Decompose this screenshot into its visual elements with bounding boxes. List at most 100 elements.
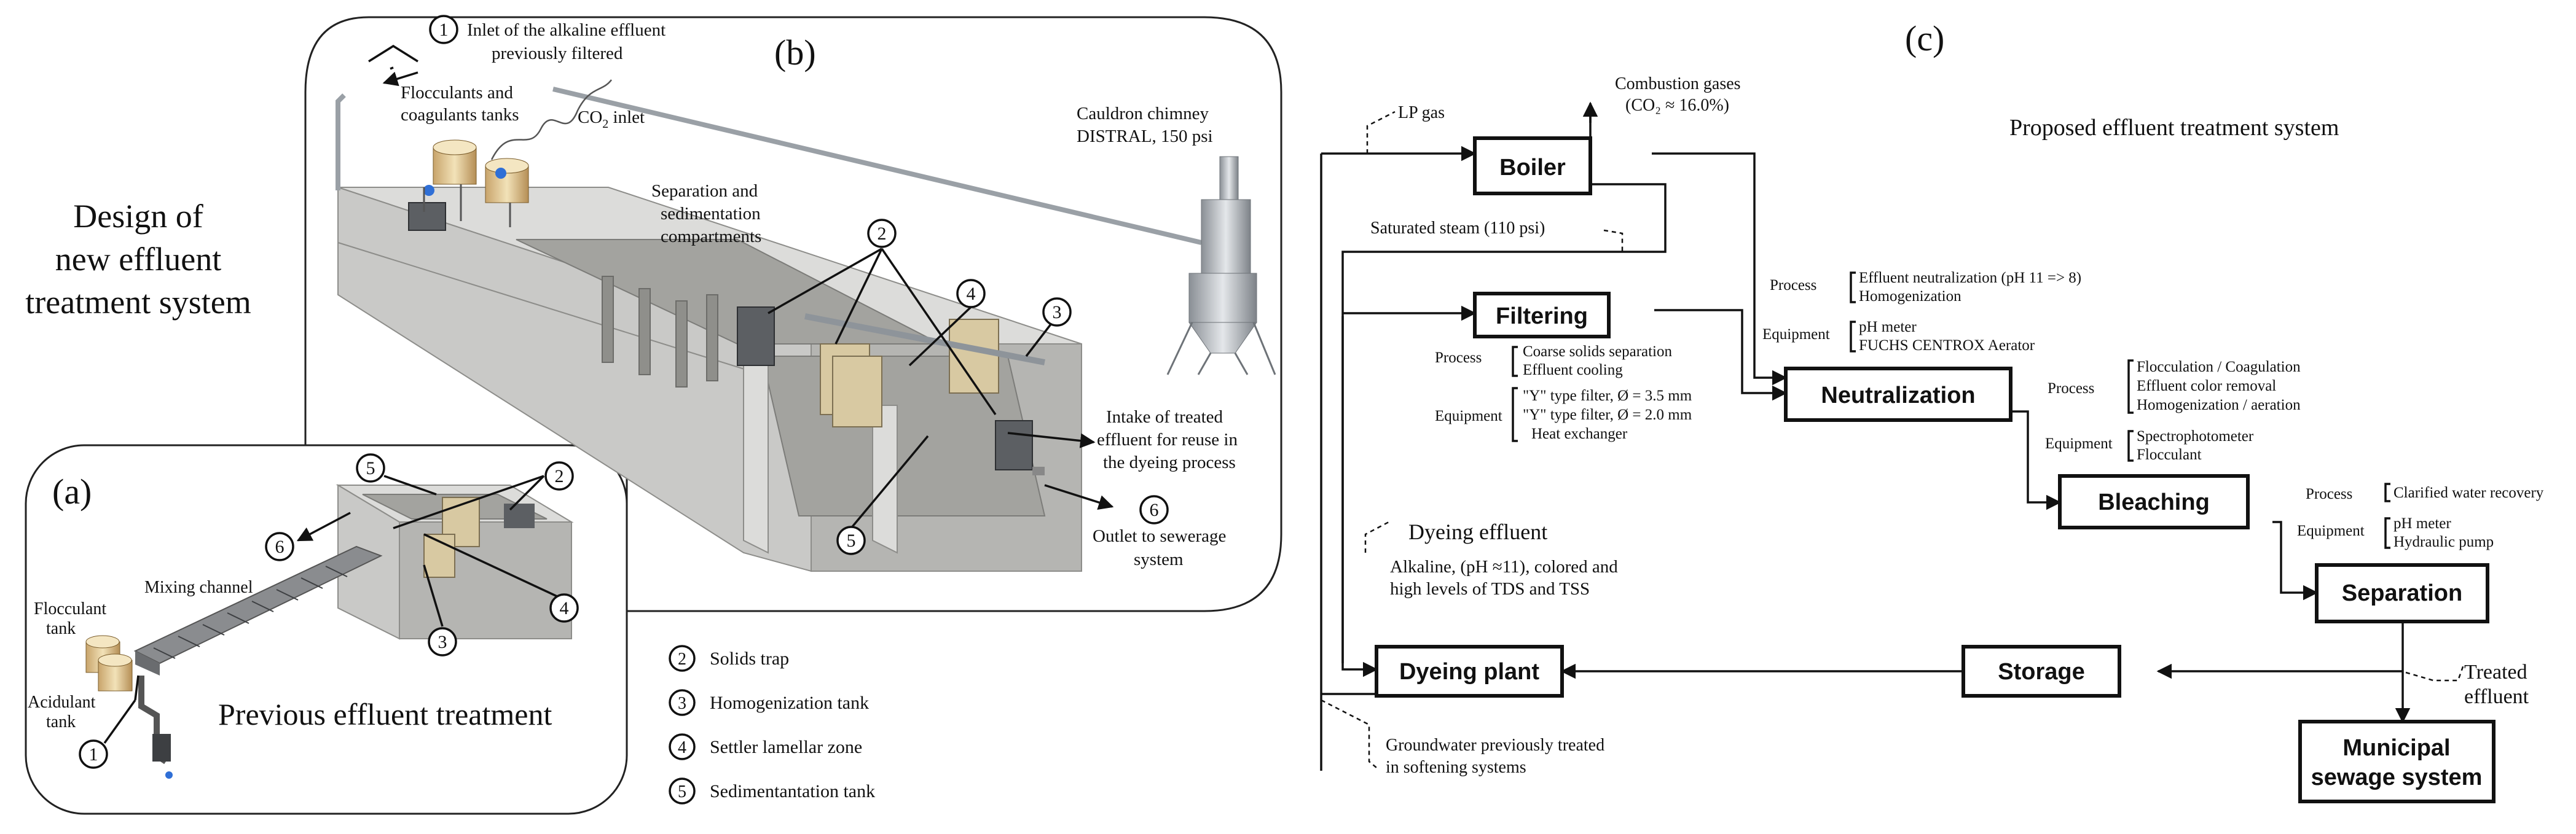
svg-text:Equipment: Equipment [2045,435,2113,452]
svg-text:Boiler: Boiler [1499,155,1566,181]
numbered-markers: 1 2 4 3 5 6 5 2 6 4 3 1 [79,15,1169,769]
svg-text:Neutralization: Neutralization [1821,383,1975,408]
neutralization-details: Process Effluent neutralization (pH 11 =… [1762,270,2081,354]
box-filtering: Filtering [1473,292,1611,338]
svg-text:2: 2 [678,650,686,669]
svg-text:3: 3 [678,694,686,713]
groundwater-label-1: Groundwater previously treated [1386,736,1604,755]
svg-text:Solids trap: Solids trap [710,649,789,669]
svg-text:Filtering: Filtering [1496,303,1588,329]
legend-item-2: 2 Solids trap [669,645,789,672]
chimney-label-2: DISTRAL, 150 psi [1077,127,1213,146]
svg-text:4: 4 [678,738,686,757]
groundwater-label-2: in softening systems [1386,758,1526,777]
chimney-label-1: Cauldron chimney [1077,104,1209,123]
svg-text:1: 1 [439,20,449,40]
svg-text:Effluent cooling: Effluent cooling [1523,362,1623,378]
panel-a-b-text: (a) Previous effluent treatment Mixing c… [25,20,1238,731]
svg-text:5: 5 [847,531,856,551]
legend-item-3: 3 Homogenization tank [669,689,869,716]
acidulant-tank-label-1: Acidulant [28,693,96,712]
treated-effluent-label-2: effluent [2464,685,2529,708]
separation-label-2: sedimentation [661,204,761,224]
inlet-label-1: Inlet of the alkaline effluent [467,20,666,40]
panel-c-label: (c) [1905,18,1944,58]
intake-label-1: Intake of treated [1106,407,1223,427]
lp-gas-label: LP gas [1398,103,1445,122]
side-title-1: Design of [73,198,203,235]
intake-label-3: the dyeing process [1103,453,1236,472]
panel-a-label: (a) [52,472,92,512]
marker-6-b: 6 [1139,495,1169,524]
bleaching-details: Process Flocculation / Coagulation Efflu… [2045,359,2301,463]
svg-text:Equipment: Equipment [2297,523,2365,539]
flocculant-tank-label-1: Flocculant [34,599,106,618]
chimney [1166,156,1276,375]
svg-text:Alkaline, (pH ≈11), colored an: Alkaline, (pH ≈11), colored and [1390,557,1618,577]
svg-text:5: 5 [366,458,375,478]
panel-b-label: (b) [774,33,816,72]
svg-text:Homogenization tank: Homogenization tank [710,693,869,713]
svg-text:pH meter: pH meter [2393,515,2451,532]
treated-effluent-label-1: Treated [2464,661,2527,684]
svg-text:Storage: Storage [1998,659,2084,685]
separation-details: Process Clarified water recovery Equipme… [2297,483,2544,550]
svg-text:Process: Process [2048,380,2094,397]
combustion-label: Combustion gases [1615,74,1741,93]
panel-b-illustration [336,79,1276,572]
marker-1-a: 1 [79,739,108,769]
svg-text:3: 3 [438,632,447,652]
box-boiler: Boiler [1473,136,1592,195]
legend-item-5: 5 Sedimentantation tank [669,777,875,805]
svg-text:5: 5 [678,782,686,801]
svg-text:Hydraulic pump: Hydraulic pump [2393,534,2494,550]
panel-a-title: Previous effluent treatment [218,697,552,731]
panel-c: (c) Proposed effluent treatment system [1320,18,2544,803]
side-title-3: treatment system [25,284,251,321]
svg-text:"Y" type filter, Ø = 3.5 mm: "Y" type filter, Ø = 3.5 mm [1523,388,1692,404]
svg-text:Heat exchanger: Heat exchanger [1531,426,1628,442]
svg-text:Clarified water recovery: Clarified water recovery [2393,485,2544,501]
floc-tanks-label-2: coagulants tanks [401,105,519,125]
svg-text:Bleaching: Bleaching [2098,489,2210,515]
co2-inlet-label: CO2 inlet [578,107,645,131]
saturated-steam-label: Saturated steam (110 psi) [1370,219,1545,238]
svg-text:6: 6 [1150,500,1159,520]
svg-text:Spectrophotometer: Spectrophotometer [2137,428,2254,445]
svg-text:Process: Process [1435,349,1482,366]
side-title-2: new effluent [55,241,221,278]
svg-text:Homogenization / aeration: Homogenization / aeration [2137,397,2301,413]
filtering-details: Process Coarse solids separation Effluen… [1435,343,1692,442]
svg-text:3: 3 [1053,302,1062,322]
intake-label-2: effluent for reuse in [1097,430,1238,450]
separation-label-3: compartments [661,227,761,246]
acidulant-tank-label-2: tank [46,712,76,731]
combustion-formula: (CO₂ ≈ 16.0%) [1625,96,1729,115]
svg-text:2: 2 [878,224,887,244]
floc-tanks-label-1: Flocculants and [401,83,513,103]
svg-text:Process: Process [2306,486,2352,502]
svg-text:Dyeing plant: Dyeing plant [1399,659,1539,685]
svg-text:Effluent neutralization (pH 11: Effluent neutralization (pH 11 => 8) [1859,270,2081,286]
marker-5-a: 5 [356,453,385,483]
callout-lines [103,44,1114,744]
inlet-label-2: previously filtered [492,44,623,63]
svg-text:Sedimentantation tank: Sedimentantation tank [710,781,875,801]
dyeing-effluent-note: Dyeing effluent Alkaline, (pH ≈11), colo… [1390,520,1618,599]
outlet-label-2: system [1134,550,1184,569]
svg-text:Equipment: Equipment [1762,326,1830,343]
svg-text:Flocculant: Flocculant [2137,446,2202,463]
panel-c-title: Proposed effluent treatment system [2009,115,2339,141]
svg-text:Separation: Separation [2342,580,2462,606]
svg-text:Equipment: Equipment [1435,408,1502,424]
flow-connectors [1320,101,2465,771]
marker-6-a: 6 [265,532,294,561]
svg-text:Coarse solids separation: Coarse solids separation [1523,343,1673,360]
box-bleaching: Bleaching [2058,474,2250,529]
flocculant-tank-label-2: tank [46,619,76,638]
panel-a-illustration [85,484,574,779]
separation-label-1: Separation and [651,181,758,201]
svg-text:high levels of TDS and TSS: high levels of TDS and TSS [1390,579,1590,599]
